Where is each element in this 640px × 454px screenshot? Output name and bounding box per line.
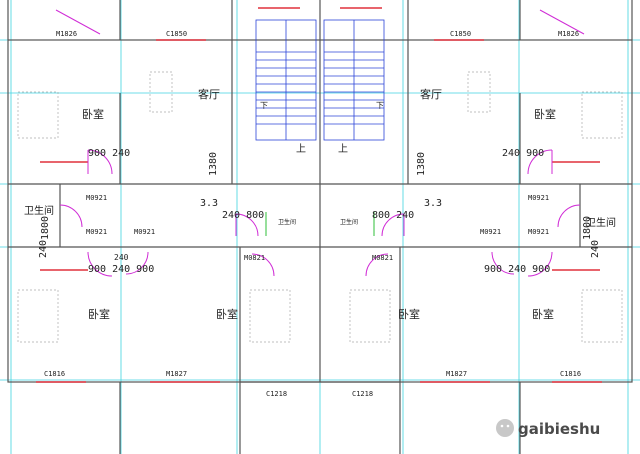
room-labels: 客厅 客厅 卧室 卧室 卫生间 卫生间 卧室 卧室 卧室 卧室 卫生间 卫生间 xyxy=(24,87,616,321)
room-bedroom-sc-left: 卧室 xyxy=(216,307,238,321)
room-living-right: 客厅 xyxy=(420,87,442,101)
bath-fixtures xyxy=(265,212,375,236)
dim-900-240-900-right: 900 240 900 xyxy=(484,264,550,275)
code-m1827-right: M1827 xyxy=(446,370,467,378)
watermark-text: gaibieshu xyxy=(518,420,600,438)
code-m0921-d: M0921 xyxy=(528,194,549,202)
room-bath-w: 卫生间 xyxy=(24,204,54,217)
code-m0921-f: M0921 xyxy=(480,228,501,236)
dim-3-3-right: 3.3 xyxy=(424,198,442,209)
door-swings xyxy=(55,9,585,277)
watermark: gaibieshu xyxy=(496,419,600,438)
dim-240-900-right: 240 900 xyxy=(502,148,544,159)
stair-down-right: 下 xyxy=(376,101,384,110)
code-m0821-left: M0821 xyxy=(244,254,265,262)
walls xyxy=(7,0,633,454)
dim-1800-right: 1800 xyxy=(582,216,593,240)
code-c1218-left: C1218 xyxy=(266,390,287,398)
code-m0821-right: M0821 xyxy=(372,254,393,262)
dim-900-240-900: 900 240 900 xyxy=(88,264,154,275)
room-bedroom-nw: 卧室 xyxy=(82,107,104,121)
room-bath-small-right: 卫生间 xyxy=(340,218,358,226)
code-m0921-a: M0921 xyxy=(86,194,107,202)
code-m0921-c: M0921 xyxy=(134,228,155,236)
room-bath-e: 卫生间 xyxy=(586,216,616,229)
room-bath-small-left: 卫生间 xyxy=(278,218,296,226)
windows xyxy=(36,7,602,383)
code-m1826-left: M1826 xyxy=(56,30,77,38)
room-bedroom-se: 卧室 xyxy=(532,307,554,321)
code-c1850-right: C1850 xyxy=(450,30,471,38)
dim-900-240-left: 900 240 xyxy=(88,148,130,159)
dim-1380-right: 1380 xyxy=(416,152,427,176)
wechat-icon xyxy=(496,419,514,437)
dim-240-left: 240 xyxy=(38,240,49,258)
dimension-labels: 900 240 240 900 1380 1380 3.3 3.3 240 80… xyxy=(38,148,601,275)
dim-1800-left: 1800 xyxy=(40,216,51,240)
code-c1816-right: C1816 xyxy=(560,370,581,378)
code-c1850-left: C1850 xyxy=(166,30,187,38)
code-m1826-right: M1826 xyxy=(558,30,579,38)
dim-1380-left: 1380 xyxy=(208,152,219,176)
opening-codes: M1826 M1826 C1850 C1850 M0921 M0921 M092… xyxy=(44,30,581,398)
stair-down-left: 下 xyxy=(260,101,268,110)
dim-240-800: 240 800 xyxy=(222,210,264,221)
code-m0921-b: M0921 xyxy=(86,228,107,236)
dim-240-small: 240 xyxy=(114,253,129,262)
dim-3-3-left: 3.3 xyxy=(200,198,218,209)
dim-800-240: 800 240 xyxy=(372,210,414,221)
furniture xyxy=(17,71,623,343)
dim-240-right: 240 xyxy=(590,240,601,258)
room-living-left: 客厅 xyxy=(198,87,220,101)
room-bedroom-sc-right: 卧室 xyxy=(398,307,420,321)
stair-up-left: 上 xyxy=(296,143,306,155)
stair-up-right: 上 xyxy=(338,143,348,155)
room-bedroom-ne: 卧室 xyxy=(534,107,556,121)
code-c1218-right: C1218 xyxy=(352,390,373,398)
room-bedroom-sw: 卧室 xyxy=(88,307,110,321)
code-m0921-e: M0921 xyxy=(528,228,549,236)
code-c1816-left: C1816 xyxy=(44,370,65,378)
code-m1827-left: M1827 xyxy=(166,370,187,378)
stairs xyxy=(255,19,385,141)
